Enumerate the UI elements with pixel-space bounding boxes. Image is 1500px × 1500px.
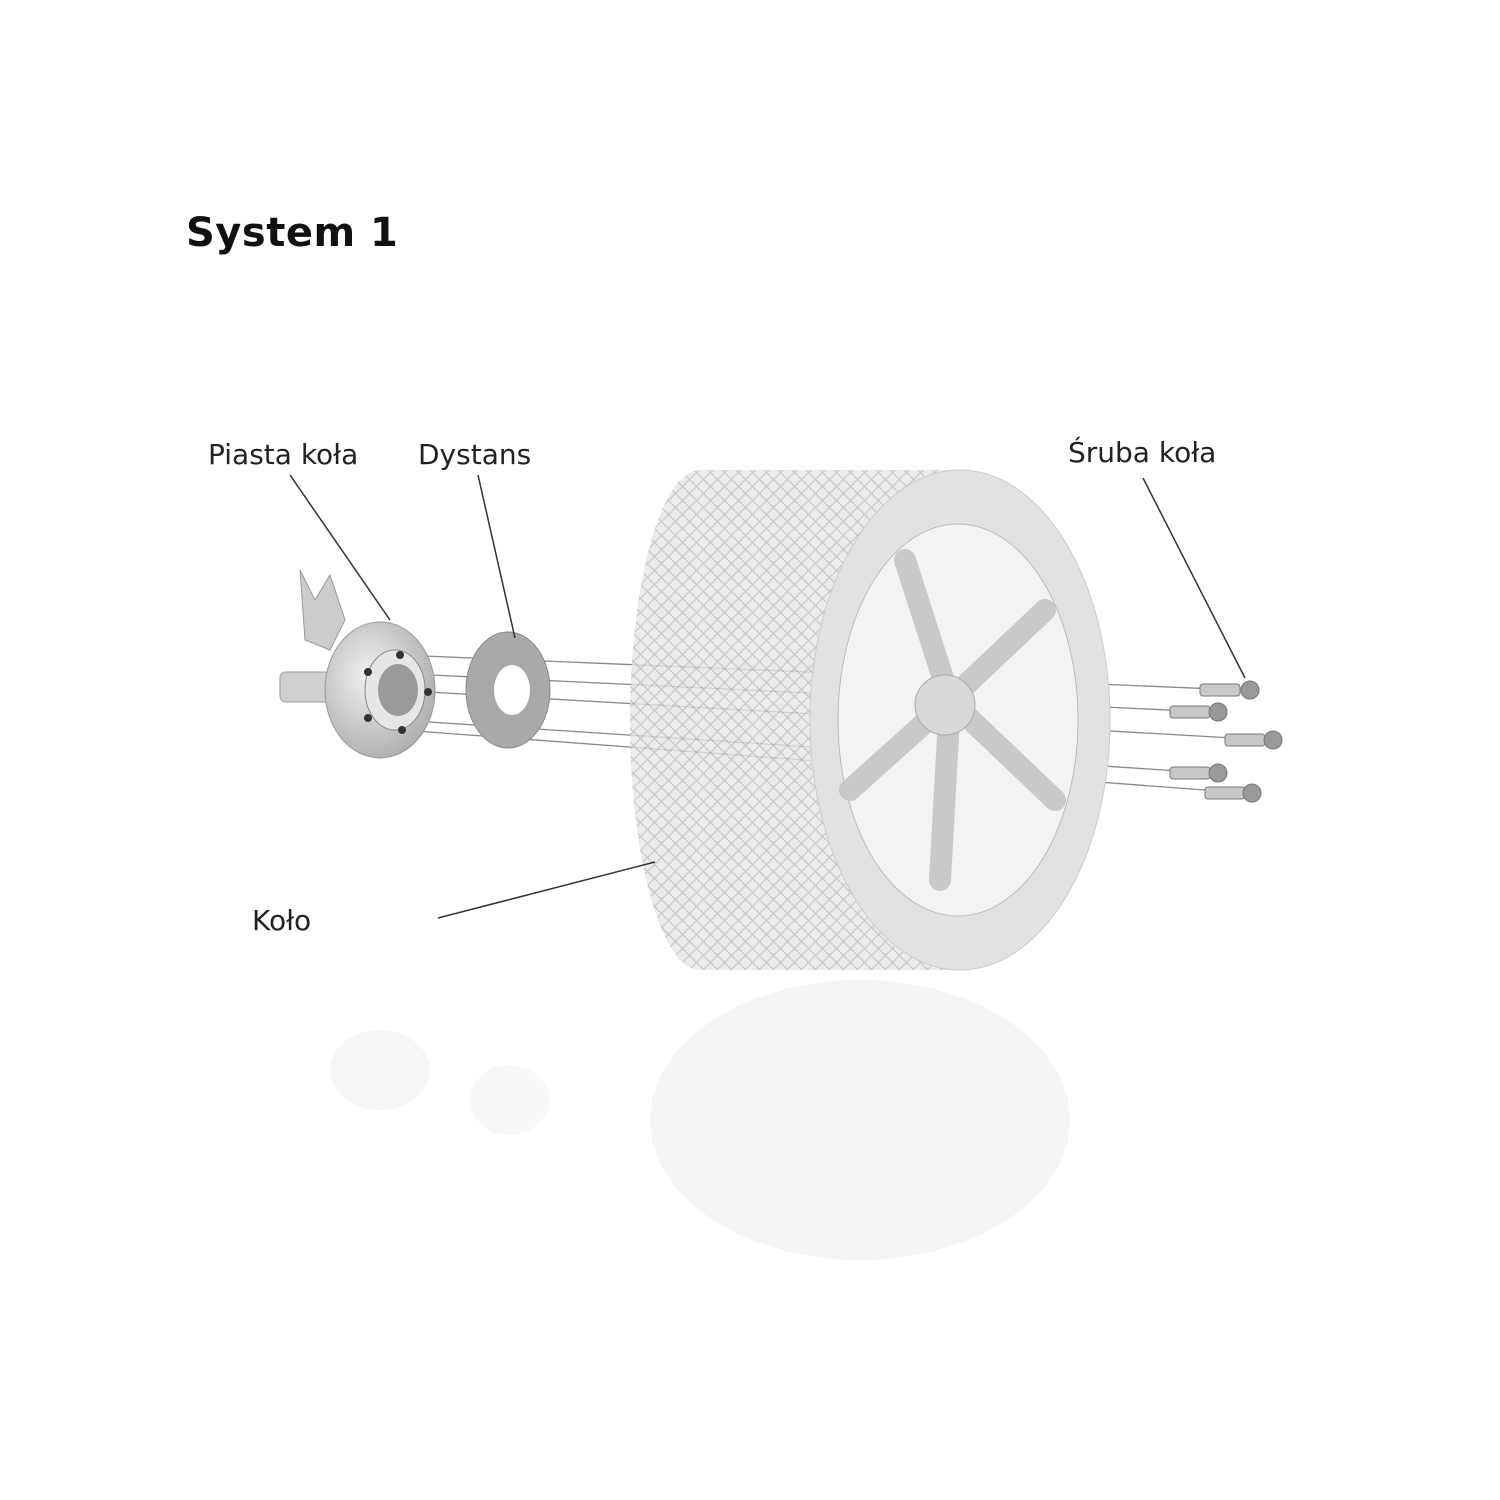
wheel-part [630,469,1111,971]
diagram-title: System 1 [186,210,399,256]
bolt-leader-line [1142,477,1246,679]
spacer-part [465,631,551,749]
hub-label: Piasta koła [208,438,359,471]
wheel-label: Koło [252,904,312,937]
floor-reflection [330,980,1070,1260]
hub-leader-line [289,474,391,621]
spacer-label: Dystans [418,438,532,471]
wheel-leader-line [437,861,656,919]
wheel-hub-part [279,569,436,759]
wheel-bolts-part [1169,680,1283,803]
spacer-leader-line [477,474,516,639]
bolt-label: Śruba koła [1068,436,1217,469]
